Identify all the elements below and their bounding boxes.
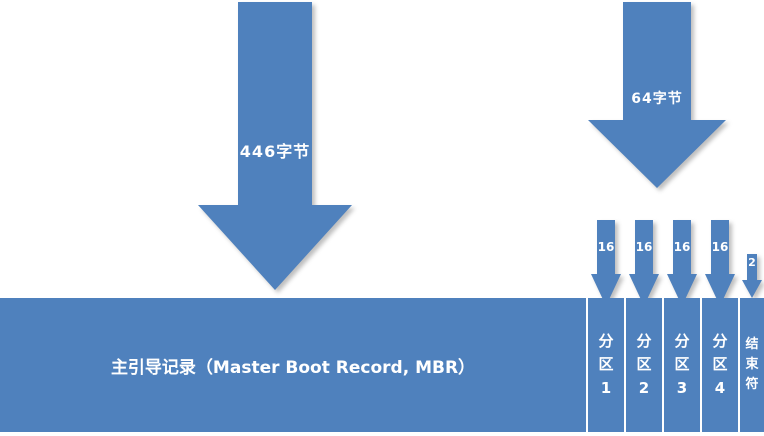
down-arrow-2-bytes <box>742 254 762 298</box>
mbr-boot-code-label: 主引导记录（Master Boot Record, MBR） <box>110 357 476 378</box>
mbr-boot-code-segment: 主引导记录（Master Boot Record, MBR） <box>0 298 586 432</box>
down-arrow-446-bytes <box>198 2 352 290</box>
end-marker-label: 结束符 <box>745 336 759 393</box>
partition-2-label: 分区2 <box>636 332 652 397</box>
partition-4-label: 分区4 <box>712 332 728 397</box>
down-arrow-16-bytes-4 <box>705 220 735 306</box>
partition-3-segment: 分区3 <box>664 298 700 432</box>
down-arrow-16-bytes-2 <box>629 220 659 306</box>
partition-1-segment: 分区1 <box>588 298 624 432</box>
mbr-sector-bar: 主引导记录（Master Boot Record, MBR） 分区1 分区2 分… <box>0 298 764 432</box>
down-arrow-16-bytes-1 <box>591 220 621 306</box>
end-marker-segment: 结束符 <box>740 298 764 432</box>
partition-1-label: 分区1 <box>598 332 614 397</box>
partition-3-label: 分区3 <box>674 332 690 397</box>
down-arrow-16-bytes-3 <box>667 220 697 306</box>
partition-4-segment: 分区4 <box>702 298 738 432</box>
partition-2-segment: 分区2 <box>626 298 662 432</box>
down-arrow-64-bytes <box>588 2 726 188</box>
